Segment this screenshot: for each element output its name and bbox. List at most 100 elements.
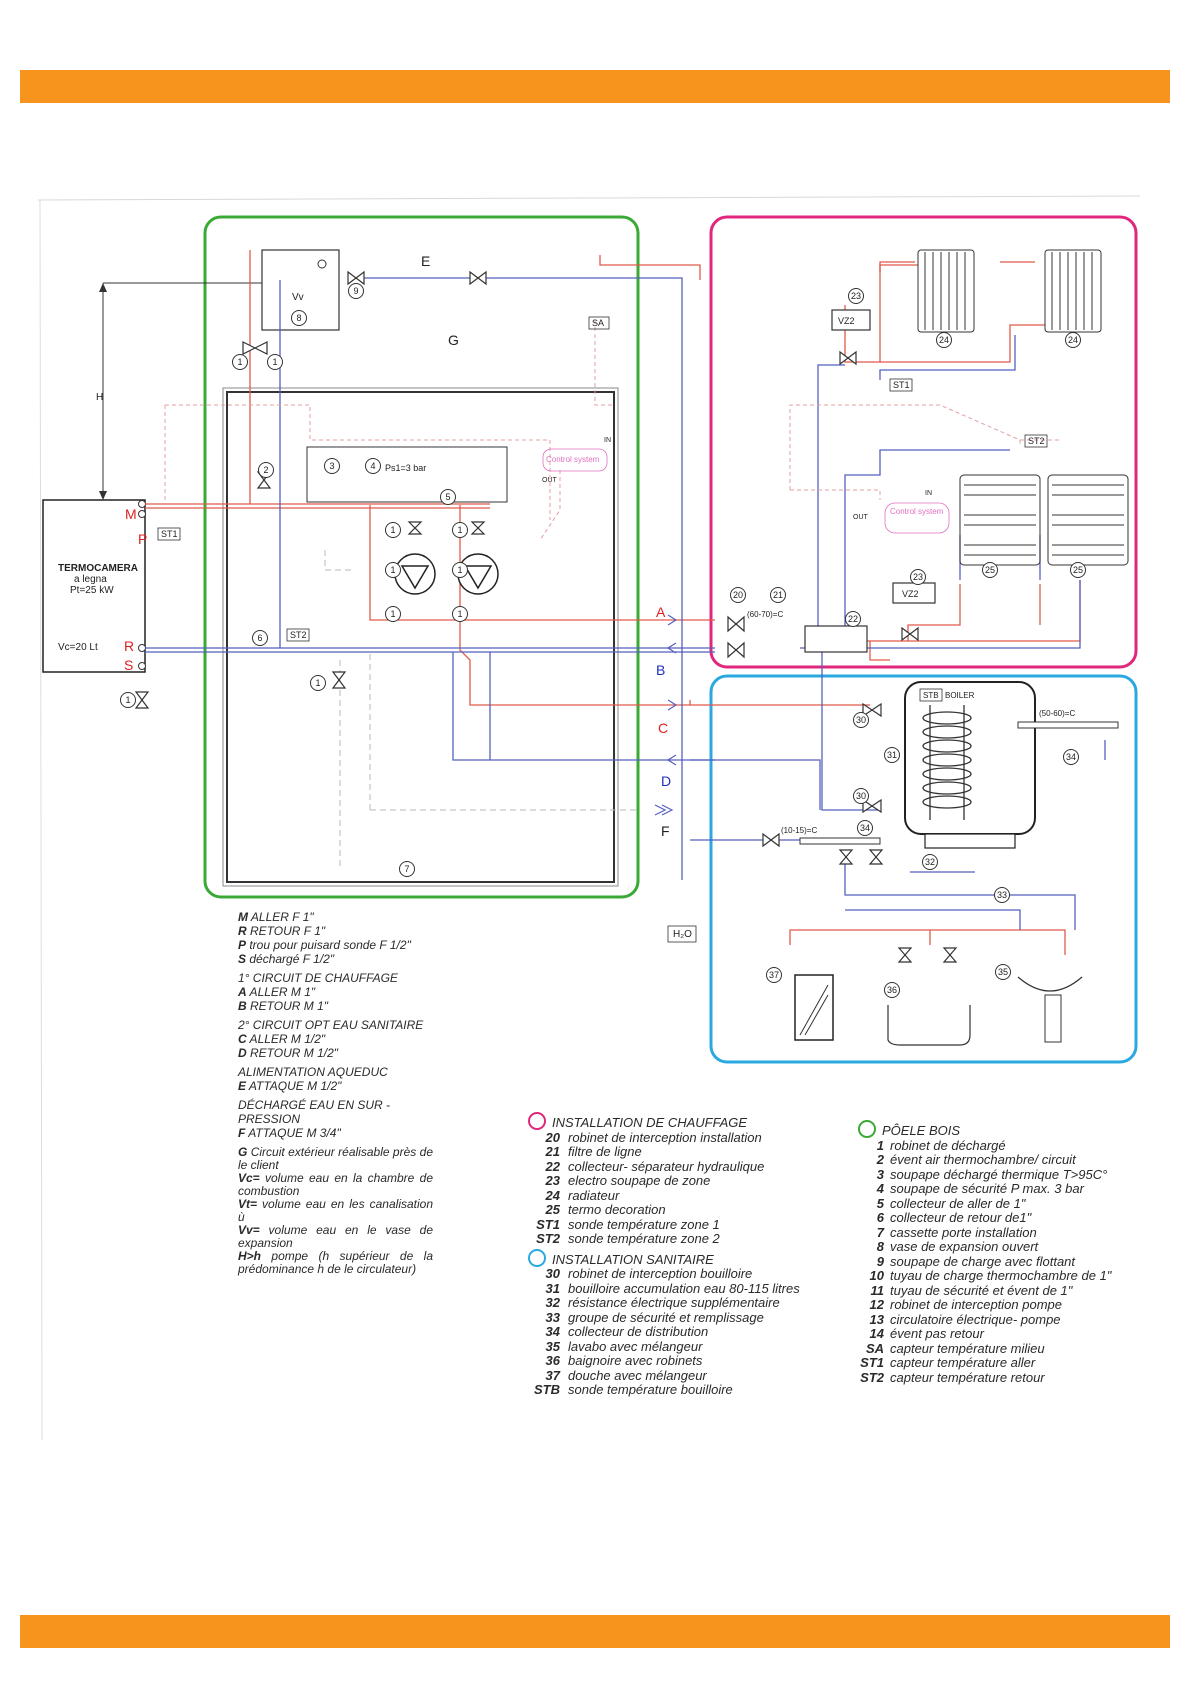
callout-number: 5 xyxy=(445,492,450,502)
callout-circle xyxy=(845,611,861,627)
legend-number: ST1 xyxy=(536,1216,560,1232)
note-text: volume eau en les canalisation ù xyxy=(238,1197,433,1224)
legend-code: M xyxy=(238,910,248,924)
legend-text: collecteur de aller de 1" xyxy=(890,1195,1026,1211)
legend-item: C ALLER M 1/2" xyxy=(238,1032,438,1046)
legend-item: P trou pour puisard sonde F 1/2" xyxy=(238,938,438,952)
legend-number: 37 xyxy=(545,1367,560,1383)
legend-text: robinet de interception bouilloire xyxy=(568,1266,753,1281)
label-A: A xyxy=(656,604,666,620)
label-E: E xyxy=(421,253,430,269)
temp-sanit: (50-60)=C xyxy=(1039,709,1075,718)
tag-stb: STB xyxy=(923,691,939,700)
callout-number: 33 xyxy=(997,890,1007,900)
legend-number: 2 xyxy=(876,1152,884,1167)
callout-circle xyxy=(857,820,873,836)
legend-number: 13 xyxy=(869,1311,884,1327)
tag-sa: SA xyxy=(592,318,604,328)
callout-circle xyxy=(884,747,900,763)
stove-name: TERMOCAMERA xyxy=(58,563,138,574)
bathtub xyxy=(887,1005,971,1046)
top-banner xyxy=(20,70,1170,103)
temp-heat: (60-70)=C xyxy=(747,610,783,619)
legend-text: lavabo avec mélangeur xyxy=(568,1338,703,1354)
callout-circle xyxy=(995,964,1011,980)
legend-number: 21 xyxy=(545,1144,560,1159)
heating-legend-title: INSTALLATION DE CHAUFFAGE xyxy=(552,1115,748,1130)
legend-number: 33 xyxy=(545,1309,560,1325)
callout-number: 1 xyxy=(457,609,462,619)
legend-item: R RETOUR F 1" xyxy=(238,924,438,938)
callout-circle xyxy=(385,522,401,538)
callout-number: 21 xyxy=(773,590,783,600)
note-item: G Circuit extérieur réalisable près de l… xyxy=(238,1146,433,1172)
legend-text: évent air thermochambre/ circuit xyxy=(890,1152,1076,1167)
callout-number: 37 xyxy=(769,970,779,980)
callout-number: 9 xyxy=(353,286,358,296)
legend-number: 7 xyxy=(876,1224,884,1240)
port-p: P xyxy=(138,531,147,547)
legend-number: 8 xyxy=(876,1239,884,1254)
note-text: pompe (h supérieur de la prédominance h … xyxy=(238,1249,433,1276)
stove-volume: Vc=20 Lt xyxy=(58,642,98,653)
connection-legend: M ALLER F 1"R RETOUR F 1"P trou pour pui… xyxy=(238,910,438,1276)
legend-number: 4 xyxy=(876,1181,884,1196)
legend-text: robinet de déchargé xyxy=(890,1137,1006,1153)
legend-number: 30 xyxy=(545,1266,560,1281)
legend-code: S xyxy=(238,952,247,966)
callout-number: 1 xyxy=(457,525,462,535)
note-code: Vt= xyxy=(238,1197,258,1211)
callout-circle xyxy=(853,788,869,804)
callout-number: 22 xyxy=(848,614,858,624)
callout-number: 8 xyxy=(296,313,301,323)
legend-text: évent pas retour xyxy=(890,1326,984,1341)
legend-text: termo decoration xyxy=(568,1202,666,1217)
legend-text: baignoire avec robinets xyxy=(568,1353,703,1368)
legend-code: C xyxy=(238,1032,247,1046)
legend-code: B xyxy=(238,999,247,1013)
callout-number: 30 xyxy=(856,791,866,801)
legend-number: 6 xyxy=(876,1210,884,1225)
callout-circle xyxy=(936,332,952,348)
note-text: volume eau en le vase de expansion xyxy=(238,1223,433,1250)
callout-number: 36 xyxy=(887,985,897,995)
legend-text: sonde température zone 1 xyxy=(568,1216,720,1232)
stove-sub: a legna xyxy=(74,574,107,585)
legend-number: 1 xyxy=(876,1137,884,1153)
legend-text: résistance électrique supplémentaire xyxy=(568,1295,780,1310)
legend-item: 2 évent air thermochambre/ circuit xyxy=(858,1152,1111,1168)
legend-item: A ALLER M 1" xyxy=(238,985,438,999)
legend-number: 12 xyxy=(869,1297,884,1312)
legend-text: collecteur- séparateur hydraulique xyxy=(568,1158,765,1174)
legend-number: 36 xyxy=(545,1353,560,1368)
note-item: Vc= volume eau en la chambre de combusti… xyxy=(238,1172,433,1198)
callout-circle xyxy=(252,630,268,646)
callout-circle xyxy=(766,967,782,983)
callout-number: 1 xyxy=(237,357,242,367)
heating-marker-icon xyxy=(528,1112,546,1130)
control-2: Control system xyxy=(890,507,944,516)
sanitary-legend-title: INSTALLATION SANITAIRE xyxy=(552,1251,714,1267)
callout-number: 23 xyxy=(913,572,923,582)
cassette-box xyxy=(226,391,615,883)
callout-number: 25 xyxy=(985,565,995,575)
tag-in-2: IN xyxy=(925,490,932,497)
callout-number: 1 xyxy=(315,678,320,688)
legend-number: ST2 xyxy=(860,1369,884,1385)
callout-circle xyxy=(120,692,136,708)
callout-circle xyxy=(267,354,283,370)
note-code: H>h xyxy=(238,1249,262,1263)
